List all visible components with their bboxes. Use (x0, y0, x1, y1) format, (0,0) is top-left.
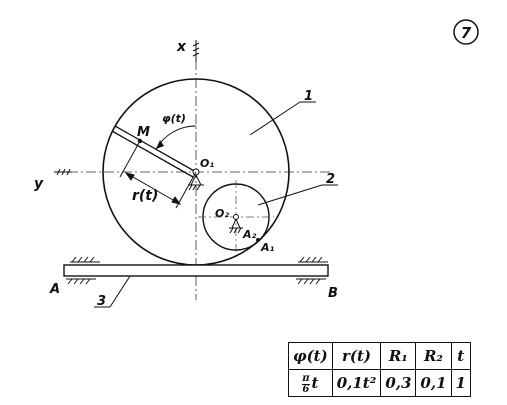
table-cell-phi: π 6 t (288, 369, 333, 397)
problem-number-badge: 7 (453, 19, 479, 45)
table-header-t: t (450, 342, 471, 370)
phi-variable: t (311, 374, 319, 392)
table-cell-r: 0,1t² (331, 369, 382, 397)
axis-y-left-hatch (54, 168, 72, 176)
table-header-R1: R₁ (380, 342, 417, 370)
parameters-table: φ(t) r(t) R₁ R₂ t π 6 t 0,1t² 0,3 0,1 1 (288, 342, 471, 397)
label-phi: φ(t) (162, 112, 186, 125)
label-a1: A₁ (260, 241, 275, 254)
leader-1 (249, 101, 301, 136)
platform-support-hatch-bottom-left (66, 278, 96, 285)
label-a2: A₂ (242, 228, 257, 241)
table-cell-R2: 0,1 (415, 369, 452, 397)
platform-support-hatch-top-left (70, 256, 100, 263)
leader-2 (257, 184, 323, 206)
platform-support-hatch-bottom-right (296, 278, 326, 285)
point-a1-dot (256, 238, 260, 242)
phi-fraction: π 6 (302, 372, 310, 395)
table-header-R2: R₂ (415, 342, 452, 370)
label-o1: O₁ (200, 157, 214, 170)
label-o2: O₂ (215, 207, 229, 220)
label-a: A (49, 282, 60, 297)
table-header-phi: φ(t) (288, 342, 333, 370)
table-header-r: r(t) (331, 342, 382, 370)
table-cell-R1: 0,3 (380, 369, 417, 397)
dimension-r (119, 140, 197, 209)
table-header-row: φ(t) r(t) R₁ R₂ t (288, 342, 471, 370)
label-body-1: 1 (304, 89, 313, 104)
label-body-3: 3 (97, 294, 106, 309)
phi-numerator: π (302, 372, 310, 384)
label-b: B (328, 286, 338, 301)
platform-support-hatch-top-right (298, 256, 328, 263)
table-cell-t: 1 (450, 369, 471, 397)
platform-3 (63, 264, 329, 277)
problem-number: 7 (461, 24, 472, 42)
axis-x-top-hatch (192, 40, 200, 62)
axis-y-label: y (34, 176, 44, 192)
label-body-2: 2 (326, 172, 335, 187)
leader-3 (109, 275, 131, 308)
table-row: π 6 t 0,1t² 0,3 0,1 1 (288, 369, 471, 397)
axis-x-label: x (176, 39, 187, 55)
pivot-o2 (229, 214, 243, 234)
angle-phi-arrowhead (156, 140, 164, 149)
label-m: M (137, 125, 150, 140)
label-r: r(t) (132, 188, 158, 204)
phi-denominator: 6 (302, 383, 310, 395)
rod-tube (111, 125, 197, 178)
